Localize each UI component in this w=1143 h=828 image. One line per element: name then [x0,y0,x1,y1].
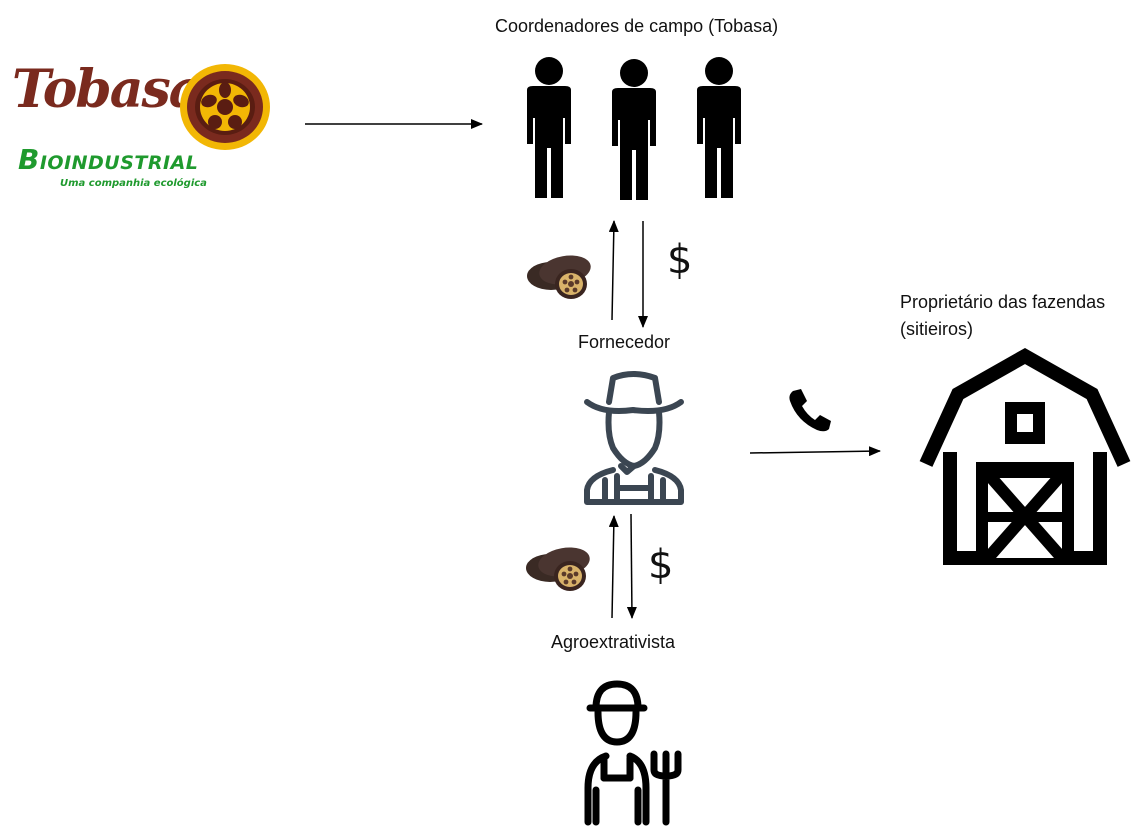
logo-tagline: Uma companhia ecológica [60,178,207,189]
arrow-goods-up-to-supplier [608,515,619,619]
barn-icon [919,347,1131,565]
logo-division-text: BIOINDUSTRIAL [18,143,199,176]
payment-symbol-upper: $ [667,237,693,283]
logo-brand-text: Tobasa [12,59,202,120]
extractivist-label: Agroextrativista [551,632,676,652]
arrow-goods-up-to-coordinators [608,220,619,321]
owner-label-line2: (sitieiros) [900,319,974,339]
babassu-emblem-icon [180,64,270,150]
tobasa-logo: Tobasa BIOINDUSTRIAL Uma companhia ecoló… [0,0,290,200]
farmer-hat-icon [584,371,684,505]
farmer-fork-icon [584,680,682,826]
babassu-coconut-icon [526,547,590,591]
supplier-label: Fornecedor [578,332,671,352]
coordinators-label: Coordenadores de campo (Tobasa) [495,16,779,36]
arrow-supplier-to-owner [749,446,881,457]
arrow-payment-down-to-extractivist [626,513,637,619]
babassu-coconut-icon [527,255,591,299]
payment-symbol-lower: $ [648,542,674,588]
owner-label-line1: Proprietário das fazendas [900,292,1106,312]
phone-icon [789,389,831,432]
